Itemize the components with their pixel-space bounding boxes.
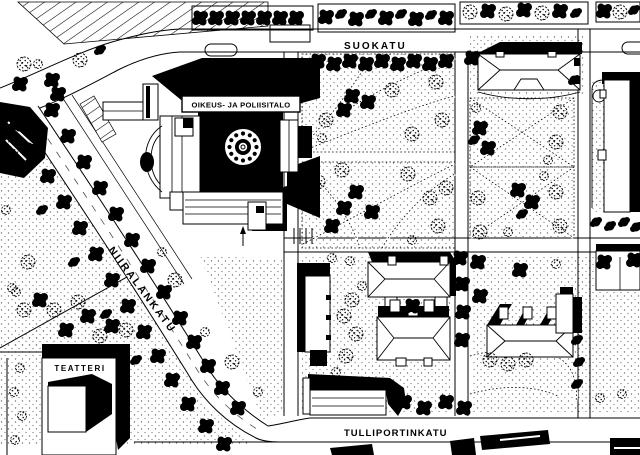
courthouse-roof-shadow	[152, 58, 320, 104]
building-label-theatre: TEATTERI	[54, 364, 105, 373]
street-label-tulliportinkatu: TULLIPORTINKATU	[344, 428, 447, 439]
east-edge-building	[597, 72, 640, 213]
theatre-fly-tower	[48, 374, 112, 432]
theatre-building	[41, 344, 130, 455]
curve-road-north-edge	[0, 28, 316, 89]
northeast-hip-building	[476, 42, 582, 100]
theatre-street	[0, 351, 42, 455]
street-label-suokatu: SUOKATU	[344, 41, 407, 52]
kiosk-shelter	[204, 43, 238, 57]
courthouse-complex	[102, 58, 320, 246]
kiosk-shelter-2	[621, 41, 640, 55]
courthouse-label-box	[181, 95, 301, 113]
vertical-street-2	[454, 52, 469, 416]
building-label-courthouse: OIKEUS- JA POLIISITALO	[192, 101, 291, 110]
vertical-street-3	[577, 29, 591, 418]
residential-block-southeast	[330, 287, 640, 455]
rotunda-icon	[224, 128, 262, 166]
residential-block-south	[297, 252, 456, 416]
bus-shelter	[269, 24, 311, 43]
north-arrow-icon	[240, 226, 246, 234]
tree-strip-enclosures	[191, 1, 640, 57]
pond	[140, 152, 154, 172]
